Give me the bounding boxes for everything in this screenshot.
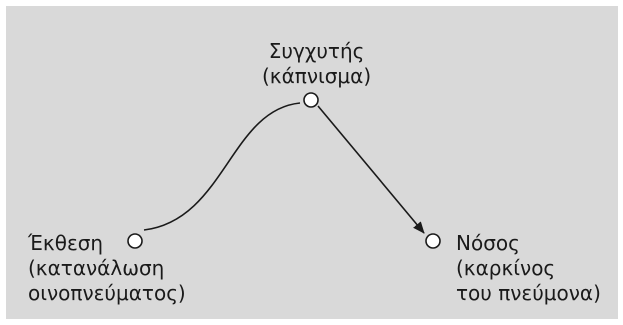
disease-label: Νόσος (καρκίνος του πνεύμονα) [456, 231, 601, 306]
diagram-background [6, 6, 618, 319]
confounder-example: (κάπνισμα) [262, 64, 372, 88]
confounder-label: Συγχυτής (κάπνισμα) [262, 39, 371, 89]
confounder-name: Συγχυτής [268, 39, 365, 63]
node-confounder [303, 92, 319, 108]
node-disease [425, 233, 441, 249]
exposure-label: Έκθεση (κατανάλωση οινοπνεύματος) [28, 231, 186, 306]
exposure-example-line2: οινοπνεύματος) [28, 281, 186, 305]
edge-confounder-disease [317, 105, 425, 234]
disease-example-line1: (καρκίνος [456, 256, 556, 280]
exposure-name: Έκθεση [28, 231, 104, 255]
disease-name: Νόσος [456, 231, 520, 255]
edge-confounder-exposure [143, 102, 301, 231]
disease-example-line2: του πνεύμονα) [456, 281, 601, 305]
exposure-example-line1: (κατανάλωση [28, 256, 165, 280]
node-exposure [127, 233, 143, 249]
